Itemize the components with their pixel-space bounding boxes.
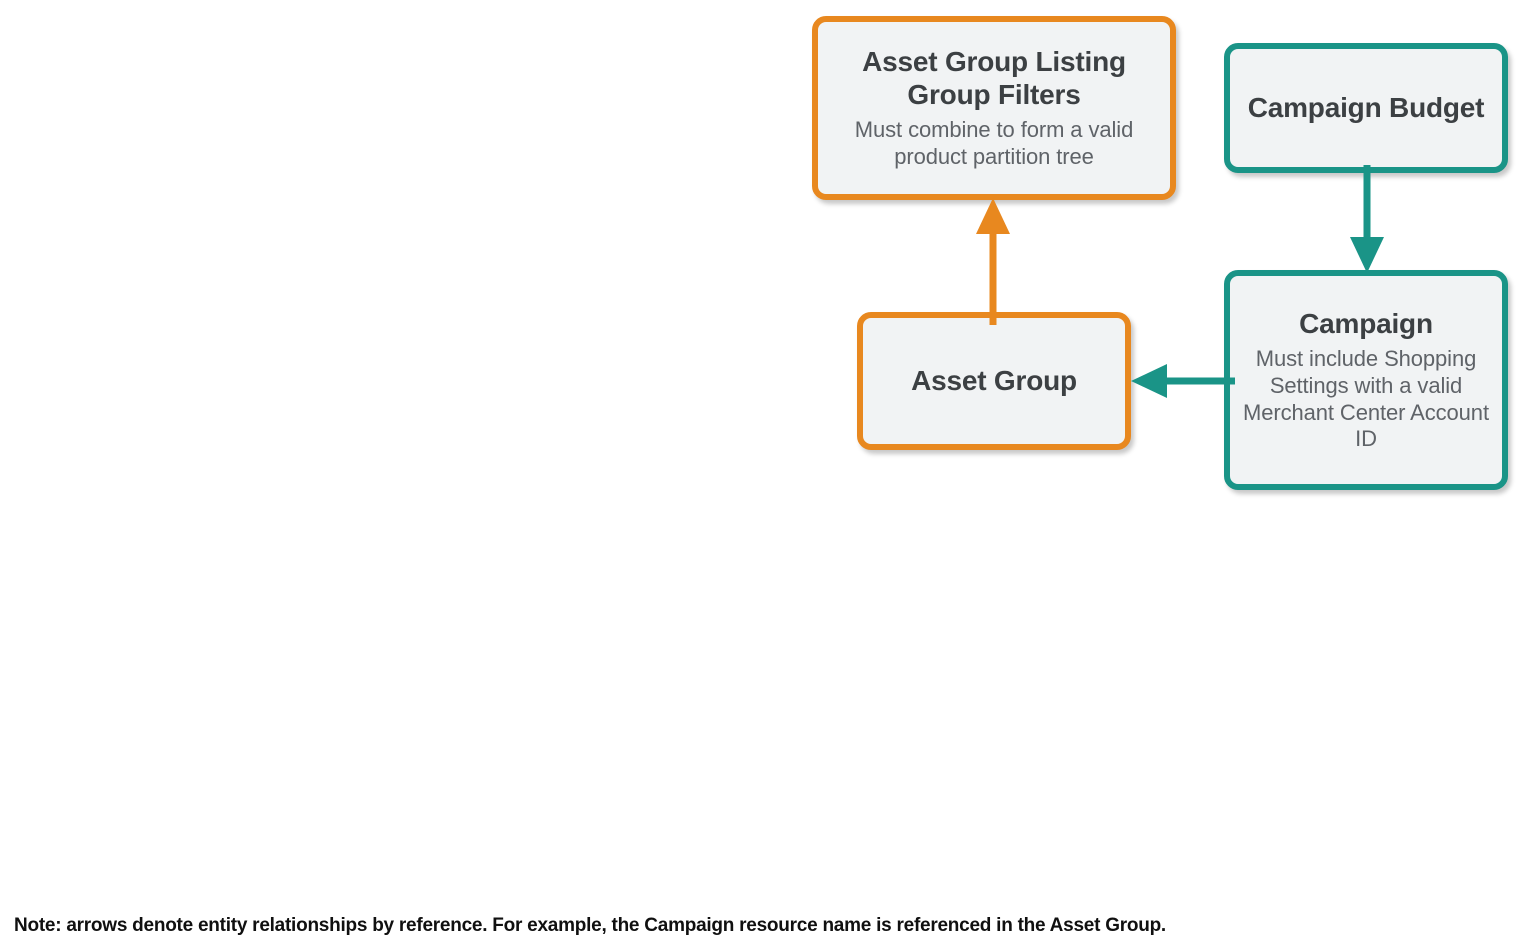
node-title: Campaign Budget bbox=[1247, 92, 1485, 124]
arrow-asset-group-to-listing-group-filters bbox=[976, 198, 1010, 325]
node-campaign[interactable]: Campaign Must include Shopping Settings … bbox=[1224, 270, 1508, 490]
node-campaign-budget[interactable]: Campaign Budget bbox=[1224, 43, 1508, 173]
node-title: Asset Group bbox=[911, 365, 1077, 397]
arrow-campaign-budget-to-campaign bbox=[1350, 165, 1384, 273]
node-asset-group[interactable]: Asset Group bbox=[857, 312, 1131, 450]
node-title: Campaign bbox=[1299, 307, 1433, 339]
diagram-note: Note: arrows denote entity relationships… bbox=[14, 915, 1166, 936]
node-description: Must combine to form a valid product par… bbox=[854, 117, 1134, 170]
node-description: Must include Shopping Settings with a va… bbox=[1243, 345, 1489, 452]
node-asset-group-listing-group-filters[interactable]: Asset Group Listing Group Filters Must c… bbox=[812, 16, 1176, 200]
node-title: Asset Group Listing Group Filters bbox=[862, 46, 1126, 111]
arrow-campaign-to-asset-group bbox=[1131, 364, 1235, 398]
